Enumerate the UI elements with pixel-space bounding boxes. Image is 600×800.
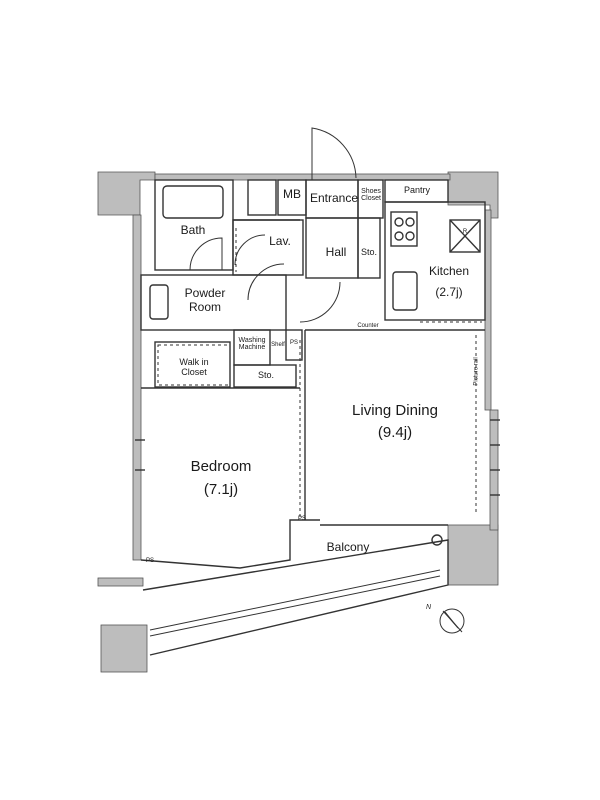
stove	[390, 211, 418, 247]
door-hall	[299, 281, 341, 323]
wall-powder-room	[140, 274, 287, 331]
label-pantry: Pantry	[403, 185, 430, 195]
washbasin	[149, 284, 169, 320]
label-ps-top: PS	[289, 340, 298, 346]
drain	[431, 534, 443, 546]
wall-bedroom-bottom	[140, 519, 320, 569]
compass-label: N	[426, 604, 432, 611]
door-entrance	[311, 127, 357, 180]
label-mb: MB	[283, 187, 301, 201]
wall-balcony	[142, 539, 449, 656]
wall-bottom-strip	[97, 577, 144, 587]
label-picture-rail: Picture rail	[473, 357, 480, 386]
wall-left	[132, 214, 142, 561]
compass	[439, 608, 465, 634]
wall-mb	[247, 179, 277, 216]
wall-corner-top-left	[97, 171, 156, 216]
wall-pillar-right	[447, 524, 499, 586]
label-living-dining-size: (9.4j)	[377, 424, 413, 441]
sink	[392, 271, 418, 311]
label-shelf: Shelf	[271, 342, 285, 348]
bathtub	[162, 185, 224, 219]
wall-top	[154, 173, 451, 181]
label-sto-hall: Sto.	[360, 247, 377, 257]
door-bath	[189, 237, 223, 271]
label-ps-mid: PS	[297, 516, 306, 522]
label-bedroom-size: (7.1j)	[203, 481, 239, 498]
label-ps-bottom: PS	[145, 558, 154, 564]
wall-sto-closet	[233, 364, 297, 388]
wall-ps-top	[285, 329, 303, 361]
label-bath: Bath	[180, 223, 206, 237]
label-kitchen: Kitchen	[428, 264, 470, 278]
label-living-dining: Living Dining	[352, 402, 438, 419]
wall-right-upper	[484, 209, 492, 411]
balcony-rail	[149, 569, 441, 631]
door-lav	[234, 234, 266, 266]
label-bedroom: Bedroom	[190, 458, 252, 475]
label-kitchen-size: (2.7j)	[435, 285, 463, 299]
label-lav: Lav.	[269, 234, 291, 248]
label-balcony: Balcony	[326, 540, 370, 554]
label-hall: Hall	[325, 245, 347, 259]
label-refrigerator: R	[462, 229, 468, 235]
wall-sto-hall	[357, 217, 381, 279]
label-entrance: Entrance	[309, 191, 359, 205]
wall-kitchen	[384, 201, 486, 321]
door-powder	[247, 263, 285, 301]
label-sto-closet: Sto.	[257, 370, 274, 380]
wall-pillar-left	[100, 624, 148, 673]
refrigerator	[449, 219, 481, 253]
label-counter: Counter	[357, 323, 379, 329]
